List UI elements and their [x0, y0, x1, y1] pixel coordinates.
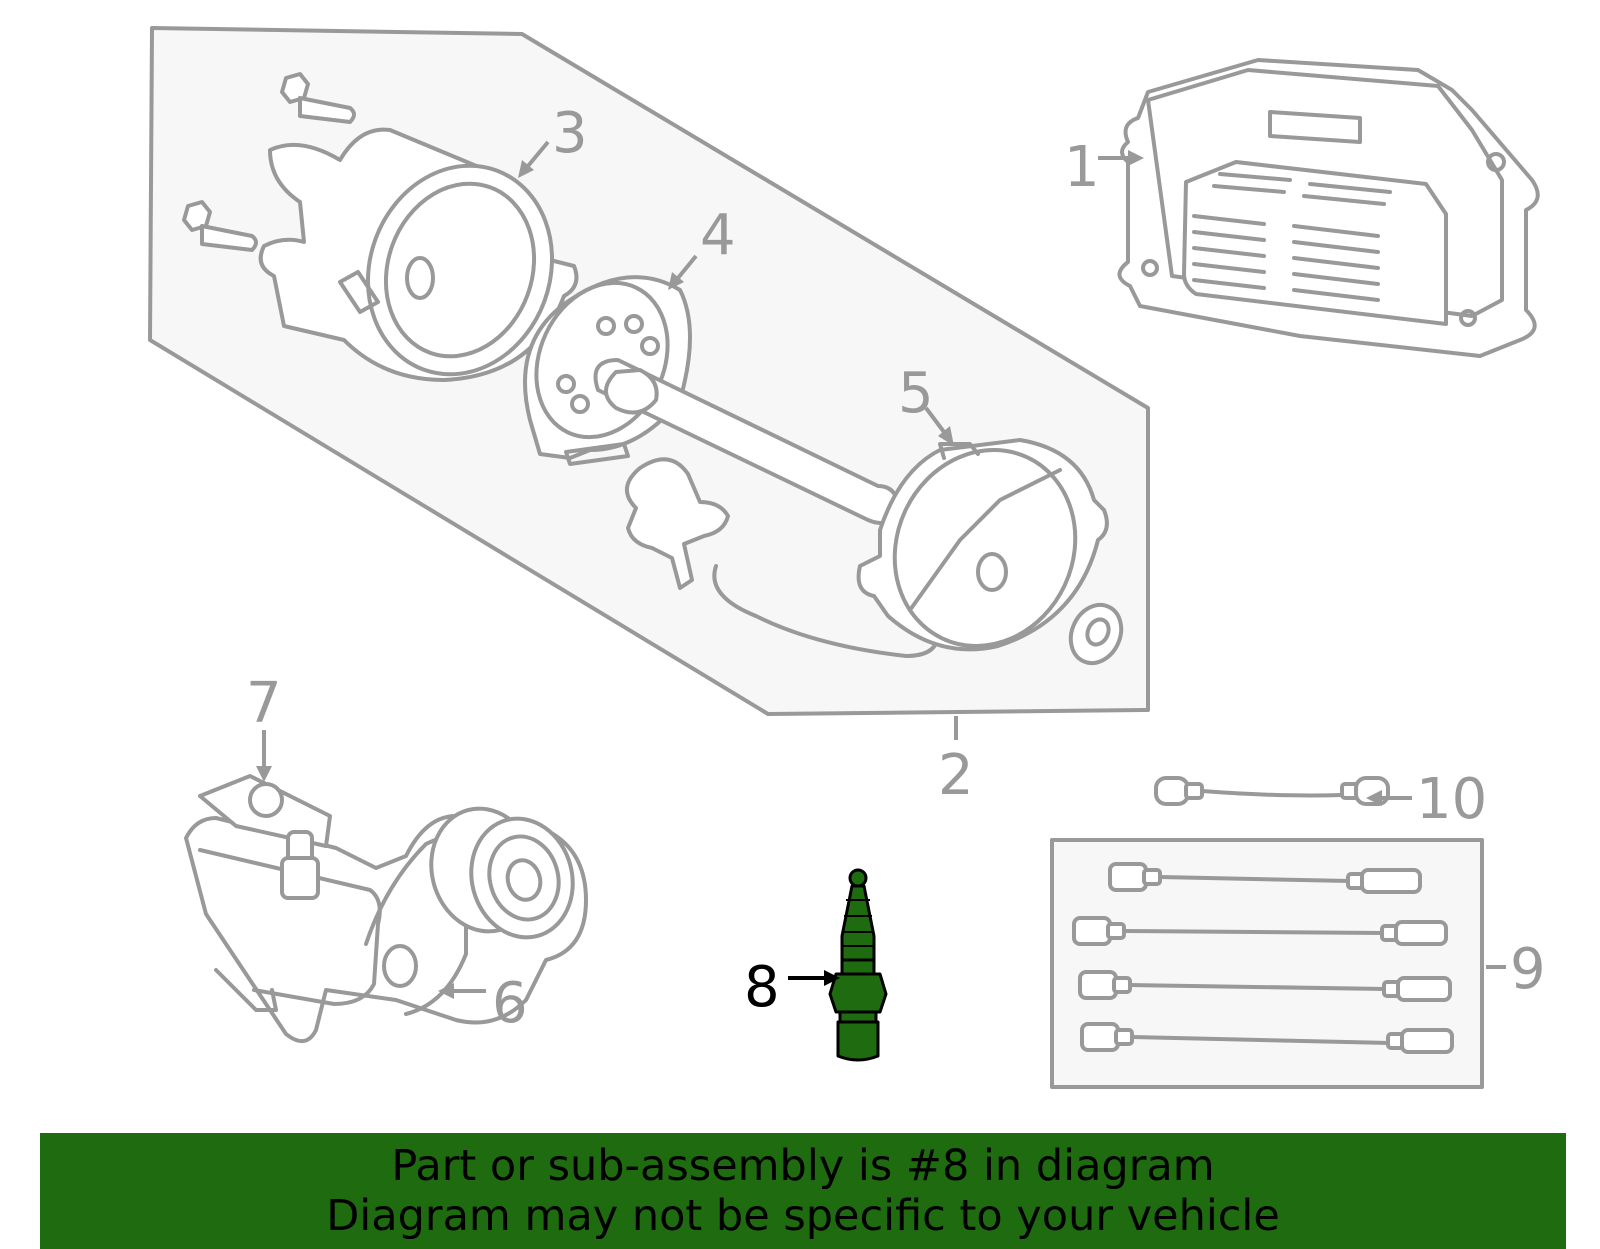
- part-5-pickup-coil[interactable]: [625, 420, 1131, 676]
- callout-10: 10: [1416, 767, 1487, 832]
- callout-arrows: [256, 140, 1506, 999]
- callout-5: 5: [898, 361, 934, 426]
- part-7-coil-top[interactable]: [198, 774, 332, 900]
- part-9-wire-set[interactable]: [1072, 862, 1454, 1054]
- part-4-rotor-shaft[interactable]: [512, 261, 900, 525]
- banner-line-disclaimer: Diagram may not be specific to your vehi…: [326, 1191, 1280, 1241]
- part-3-distributor-cap[interactable]: [182, 72, 581, 400]
- part-10-plug-wire[interactable]: [1154, 776, 1390, 806]
- callout-6: 6: [492, 971, 528, 1036]
- part-8-spark-plug[interactable]: [828, 868, 888, 1062]
- callout-8: 8: [744, 955, 780, 1020]
- callout-7: 7: [246, 671, 282, 736]
- banner-line-part: Part or sub-assembly is #8 in diagram: [391, 1141, 1215, 1191]
- callout-9: 9: [1510, 937, 1546, 1002]
- info-banner: Part or sub-assembly is #8 in diagram Di…: [40, 1133, 1566, 1249]
- callout-2: 2: [938, 743, 974, 808]
- callout-3: 3: [552, 101, 588, 166]
- callout-4: 4: [700, 203, 736, 268]
- part-1-control-module[interactable]: [1117, 58, 1540, 358]
- callout-1: 1: [1064, 135, 1100, 200]
